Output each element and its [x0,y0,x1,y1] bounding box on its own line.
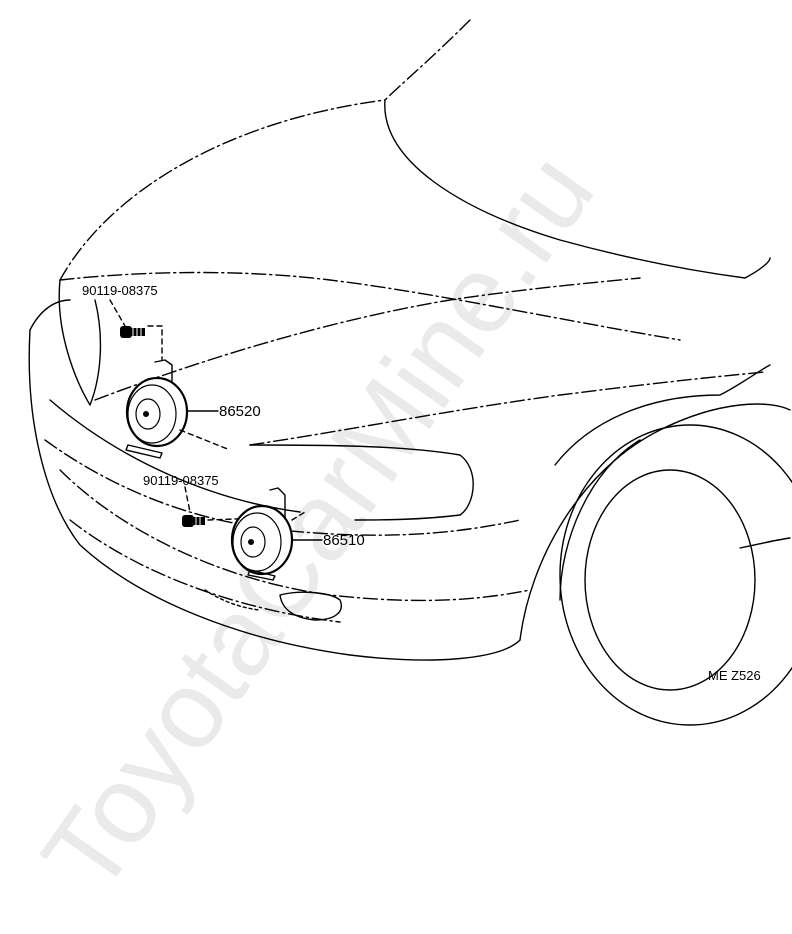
horn-assembly-upper [109,299,231,459]
hood-front-edge [59,271,681,341]
label-bolt-upper: 90119-08375 [82,283,158,298]
fog-lamp [279,591,342,621]
horn-upper-center [143,411,149,417]
horn-upper-mount-guide [179,429,231,451]
front-wheel-rim [584,469,756,691]
bolt-upper-guide [109,299,163,361]
horn-lower-mount-guide [291,511,306,521]
hood-front-edge-2 [94,277,641,401]
watermark-text: ToyotaCarMine.ru [19,132,618,914]
bumper-face [28,329,521,661]
tire-shadow [559,439,641,601]
wheel-arch [519,403,791,641]
cowl-line [59,99,386,281]
left-headlamp [58,279,102,406]
horn-upper-diaphragm [135,398,161,430]
car-body [28,19,792,726]
bolt-lower-guide [184,486,261,521]
label-bolt-lower: 90119-08375 [143,473,219,488]
a-pillar-line [384,19,471,101]
front-tire [559,424,792,726]
label-horn-upper: 86520 [219,403,261,420]
right-headlamp [249,444,474,521]
fog-lamp-recess [204,589,261,611]
horn-upper-terminal [125,444,163,459]
side-sill [739,537,791,549]
horn-upper-rim [127,384,177,444]
bolt-upper-icon [120,326,145,338]
horn-assembly-lower [182,486,323,581]
horn-lower-diaphragm [240,526,266,558]
bolt-lower-icon [182,515,205,527]
figure-code: ME Z526 [708,668,761,683]
bumper-lower-line-3 [69,519,341,623]
hood-crease [384,99,771,279]
horn-lower-center [248,539,254,545]
horn-lower-terminal [247,569,276,581]
label-horn-lower: 86510 [323,532,365,549]
wheel-arch-inner [554,364,771,466]
bumper-upper [29,299,71,331]
